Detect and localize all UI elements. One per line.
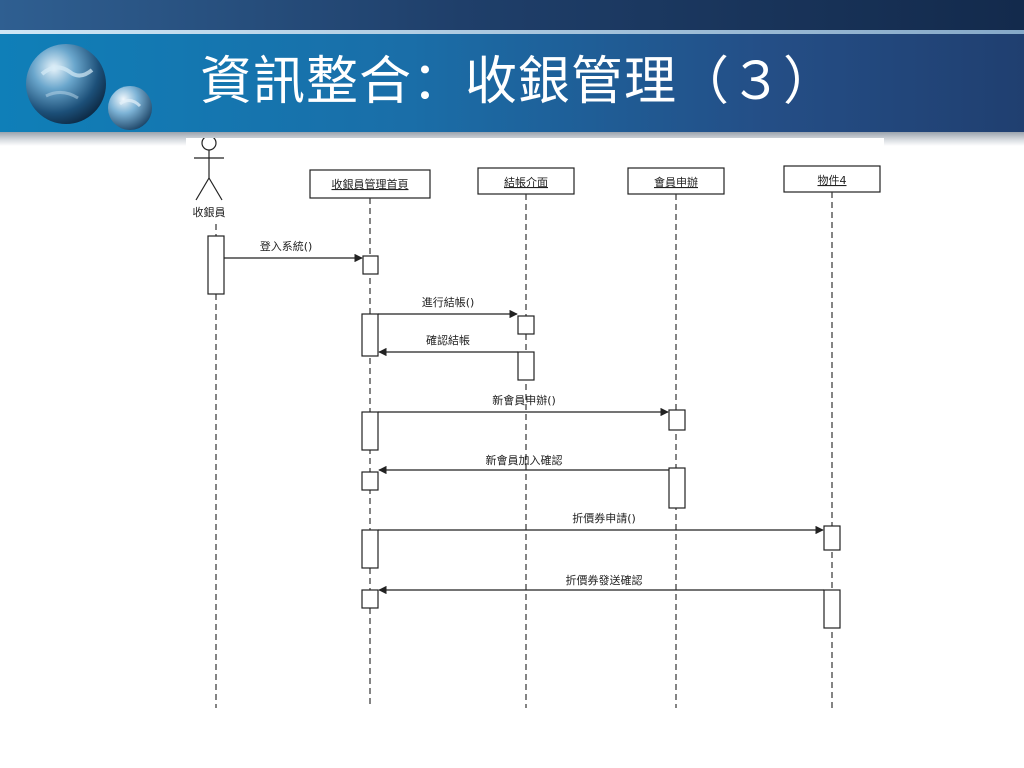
message-label-login: 登入系統()	[260, 239, 313, 253]
lifeline-label-member: 會員申辦	[654, 175, 698, 189]
lifeline-label-checkout: 結帳介面	[504, 175, 548, 189]
activation-obj4-2	[823, 589, 841, 629]
top-band	[0, 0, 1024, 30]
actor-cashier	[194, 135, 224, 201]
activation-home-1	[362, 255, 379, 275]
lifeline-head-checkout: 結帳介面	[477, 167, 575, 195]
activation-home-5	[361, 529, 379, 569]
activation-member-1	[668, 409, 686, 431]
lifeline-label-obj4: 物件4	[818, 173, 847, 187]
lifeline-head-obj4: 物件4	[783, 165, 881, 193]
activation-checkout-1	[517, 315, 535, 335]
sequence-diagram-canvas: 收銀員 收銀員管理首頁 結帳介面 會員申辦 物件4	[193, 135, 881, 708]
activation-checkout-2	[517, 351, 535, 381]
message-label-member-confirm: 新會員加入確認	[486, 453, 563, 467]
slide-title: 資訊整合：收銀管理（３）	[200, 52, 837, 112]
message-label-coupon-confirm: 折價券發送確認	[566, 573, 643, 587]
sequence-diagram: 收銀員 收銀員管理首頁 結帳介面 會員申辦 物件4	[186, 135, 884, 710]
globe-logo-icon	[26, 44, 152, 130]
activation-member-2	[668, 467, 686, 509]
lifeline-head-home: 收銀員管理首頁	[309, 169, 431, 199]
message-label-checkout: 進行結帳()	[422, 295, 475, 309]
activation-actor	[207, 235, 225, 295]
activation-home-3	[361, 411, 379, 451]
message-label-coupon-apply: 折價券申請()	[572, 511, 636, 525]
actor-label: 收銀員	[193, 205, 226, 219]
activation-home-6	[361, 589, 379, 609]
message-label-new-member: 新會員申辦()	[492, 393, 556, 407]
message-label-confirm-checkout: 確認結帳	[426, 333, 470, 347]
activation-home-4	[361, 471, 379, 491]
activation-home-2	[361, 313, 379, 357]
title-band	[0, 30, 1024, 132]
activation-obj4-1	[823, 525, 841, 551]
lifeline-label-home: 收銀員管理首頁	[332, 177, 409, 191]
lifeline-head-member: 會員申辦	[627, 167, 725, 195]
